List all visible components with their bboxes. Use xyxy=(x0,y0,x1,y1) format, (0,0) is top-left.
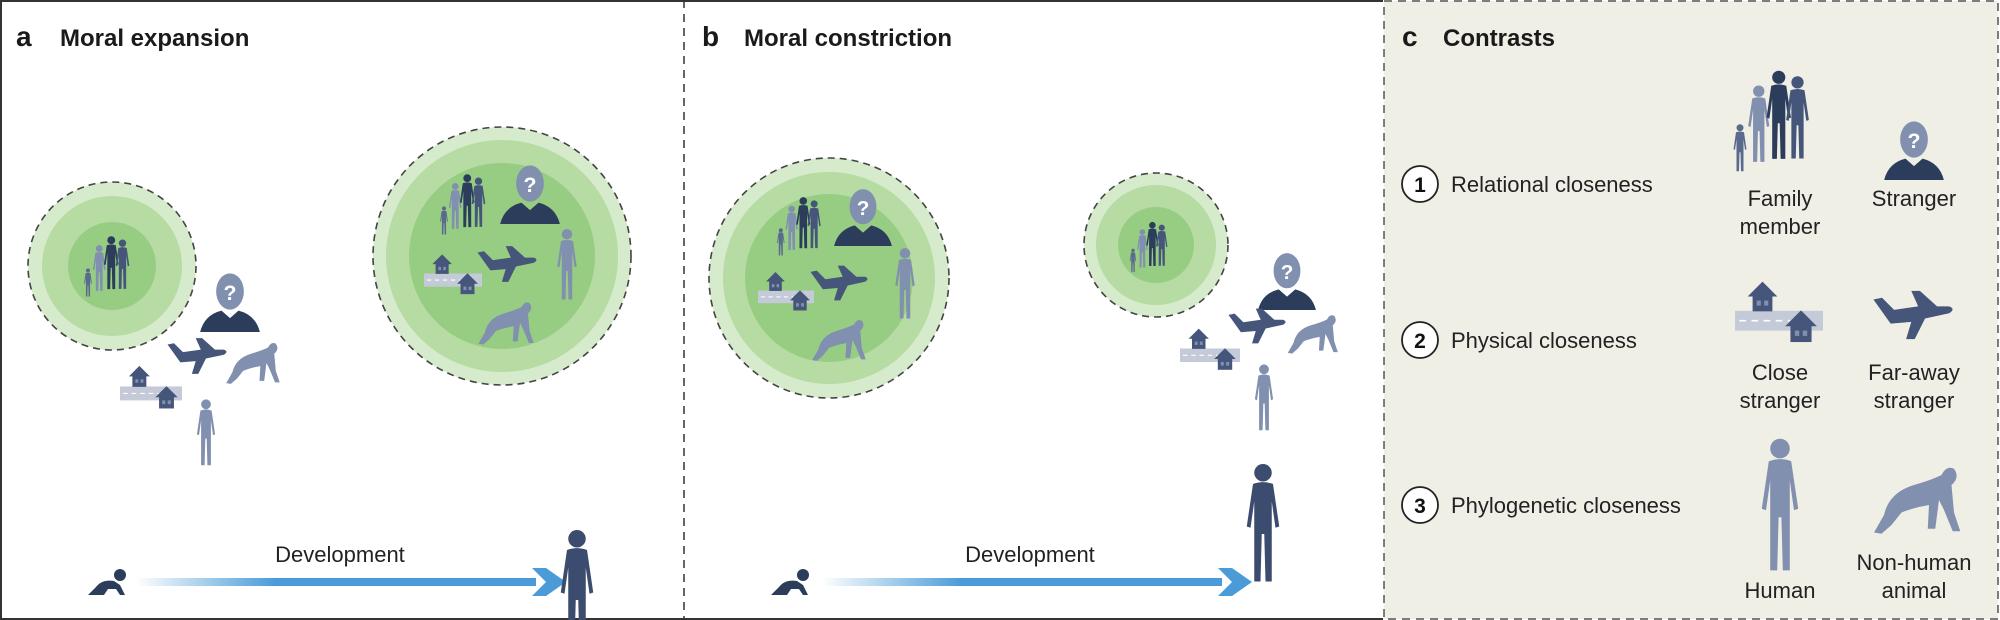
panel-b-letter: b xyxy=(702,21,719,52)
far-label-line2: animal xyxy=(1882,578,1947,603)
contrast-row-physical: 2 Physical closeness Close stranger Far-… xyxy=(1401,282,1960,413)
moral-circle-child xyxy=(27,181,197,351)
panel-a: a Moral expansion Development xyxy=(16,21,632,620)
far-label-line1: Non-human xyxy=(1857,550,1972,575)
far-label-line2: stranger xyxy=(1874,388,1955,413)
close-label-line1: Close xyxy=(1752,360,1808,385)
panel-c-letter: c xyxy=(1402,21,1418,52)
panel-a-title: Moral expansion xyxy=(60,25,249,52)
development-label: Development xyxy=(965,542,1095,567)
row-number: 2 xyxy=(1414,330,1426,353)
far-label-line1: Far-away xyxy=(1868,360,1960,385)
development-arrow xyxy=(822,568,1252,596)
row-label: Relational closeness xyxy=(1451,172,1653,197)
row-label: Phylogenetic closeness xyxy=(1451,493,1681,518)
panel-ab-border xyxy=(0,0,1383,620)
moral-circle-adult xyxy=(372,126,632,386)
contrast-row-phylogenetic: 3 Phylogenetic closeness Human Non-human… xyxy=(1401,438,1972,603)
panel-b-title: Moral constriction xyxy=(744,25,952,52)
moral-circle-child xyxy=(708,157,950,399)
row-label: Physical closeness xyxy=(1451,328,1637,353)
contrast-row-relational: 1 Relational closeness Family member Str… xyxy=(1401,71,1956,239)
close-label-line1: Family xyxy=(1748,186,1813,211)
panel-b: b Moral constriction Development xyxy=(702,21,1338,596)
panel-c-title: Contrasts xyxy=(1443,25,1555,52)
close-label-line2: stranger xyxy=(1740,388,1821,413)
close-label-line1: Human xyxy=(1745,578,1816,603)
development-label: Development xyxy=(275,542,405,567)
row-number: 3 xyxy=(1414,495,1426,518)
panel-c: c Contrasts 1 Relational closeness Famil… xyxy=(1401,21,1972,603)
panel-a-letter: a xyxy=(16,21,32,52)
moral-circle-adult xyxy=(1083,172,1229,318)
close-label-line2: member xyxy=(1740,214,1821,239)
development-arrow xyxy=(136,568,566,596)
row-number: 1 xyxy=(1414,174,1426,197)
far-label-line1: Stranger xyxy=(1872,186,1956,211)
